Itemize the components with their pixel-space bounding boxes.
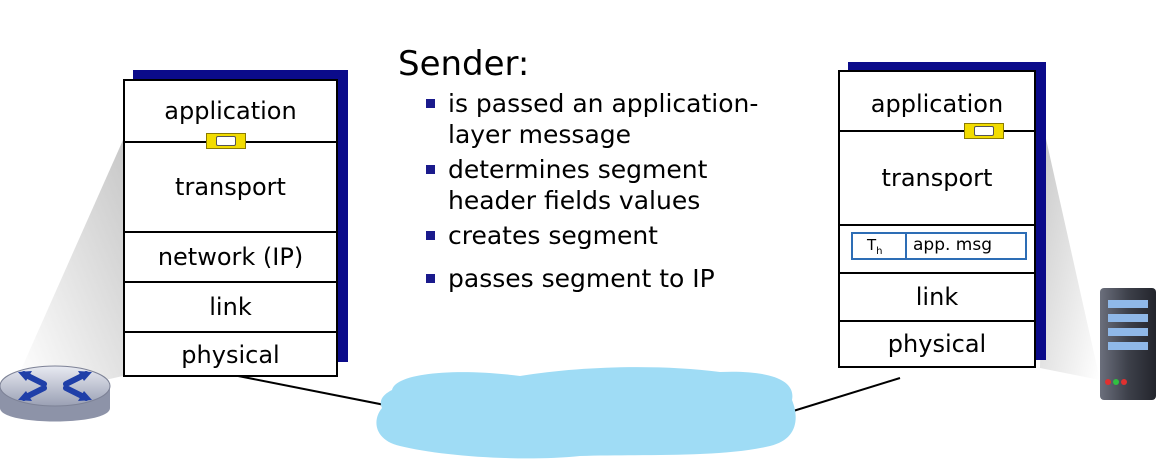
bullet-item: creates segment (426, 220, 806, 251)
right-beam (1040, 130, 1100, 380)
bullet-item: determines segment header fields values (426, 154, 748, 216)
router-icon (0, 365, 111, 422)
server-icon (1100, 288, 1156, 400)
layer-transport: transport (840, 130, 1034, 224)
network-cloud-icon (376, 367, 796, 459)
right-link-line (789, 377, 901, 413)
right-protocol-stack: application transport link physical (838, 70, 1036, 368)
left-beam (20, 140, 123, 390)
layer-physical: physical (125, 331, 336, 377)
layer-network: network (IP) (125, 231, 336, 281)
left-protocol-stack: application transport network (IP) link … (123, 79, 338, 377)
bullet-item: is passed an application-layer message (426, 88, 778, 150)
sender-bullet-list: is passed an application-layer message d… (426, 88, 806, 298)
layer-physical: physical (840, 320, 1034, 366)
transport-segment: Th app. msg (851, 232, 1027, 260)
message-icon (206, 133, 246, 149)
layer-link: link (125, 281, 336, 331)
layer-application: application (870, 90, 1004, 118)
bullet-item: passes segment to IP (426, 263, 806, 294)
layer-network-slot (840, 224, 1034, 272)
layer-link: link (840, 272, 1034, 320)
layer-application: application (164, 97, 297, 125)
segment-header: Th (853, 234, 907, 258)
segment-payload: app. msg (913, 235, 993, 255)
layer-transport: transport (125, 141, 336, 231)
message-icon (964, 123, 1004, 139)
left-link-line (217, 371, 391, 407)
sender-title: Sender: (398, 44, 530, 84)
